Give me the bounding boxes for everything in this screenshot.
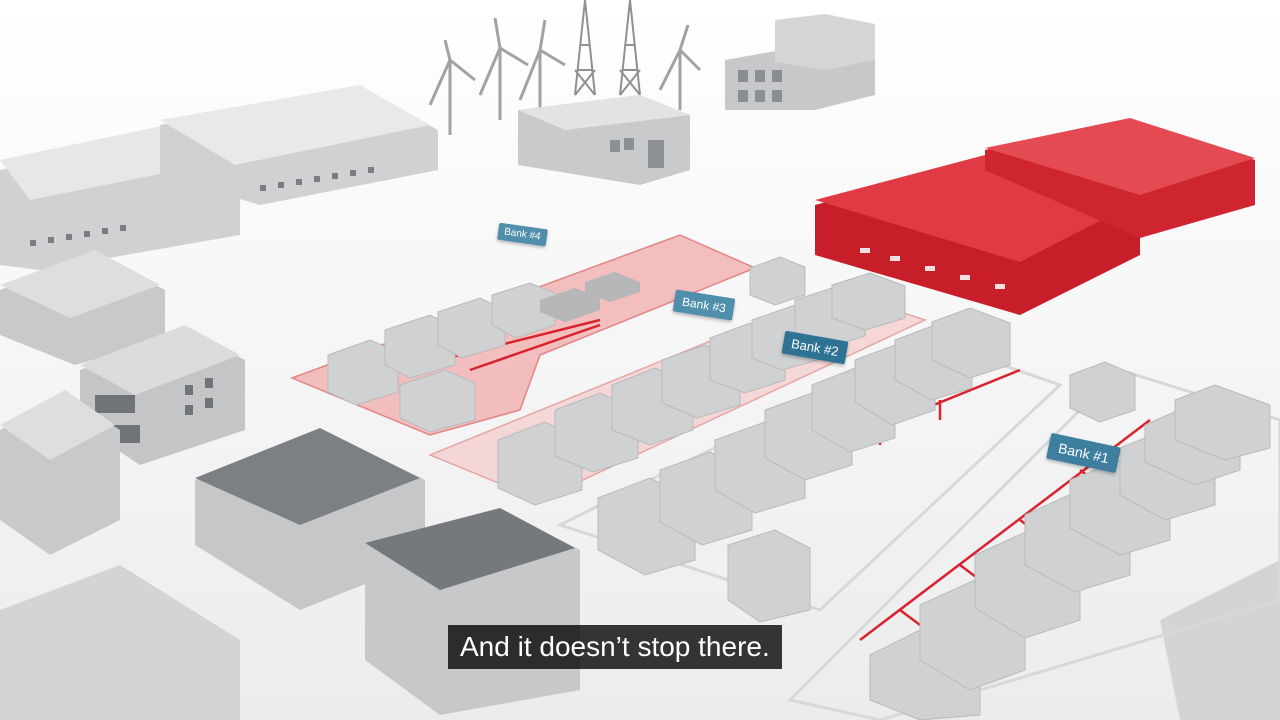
- battery-containers: [327, 256, 1271, 720]
- left-buildings: [0, 250, 245, 555]
- red-warehouses: [815, 118, 1255, 315]
- bottom-buildings: [0, 428, 1280, 720]
- substation-boxes: [540, 272, 640, 322]
- arched-warehouses-left: [0, 85, 438, 270]
- office-building-top: [725, 14, 875, 110]
- subtitle-caption: And it doesn’t stop there.: [448, 625, 782, 669]
- wind-turbines: [428, 17, 702, 135]
- control-building: [518, 95, 690, 185]
- bank1-zone: [787, 368, 1280, 720]
- power-pylons: [574, 0, 641, 96]
